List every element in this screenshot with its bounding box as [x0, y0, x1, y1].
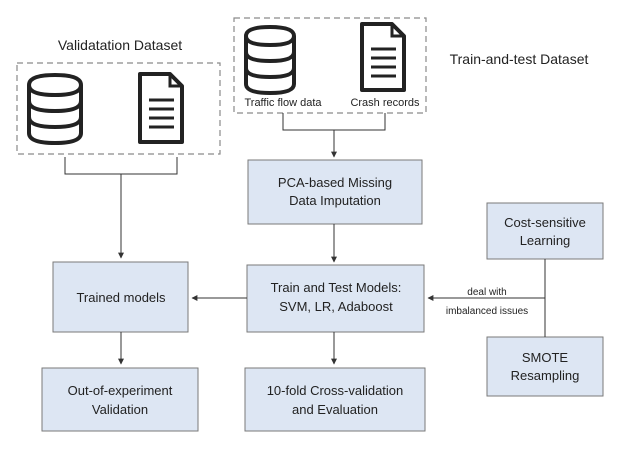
out-of-experiment-box	[41, 367, 199, 432]
train-test-models-label-1: Train and Test Models:	[271, 280, 402, 295]
document-icon	[138, 72, 184, 144]
validation-dataset-frame	[16, 62, 221, 155]
pca-imputation-label-1: PCA-based Missing	[278, 175, 392, 190]
train-test-models-box	[246, 264, 425, 333]
imbalance-label-1: deal with	[467, 287, 506, 298]
traffic-flow-label: Traffic flow data	[244, 97, 322, 109]
pca-imputation-label-2: Data Imputation	[289, 193, 381, 208]
database-icon	[27, 72, 83, 146]
cross-validation-label-2: and Evaluation	[292, 402, 378, 417]
validation-bracket	[64, 157, 178, 175]
database-icon	[244, 24, 296, 96]
cost-sensitive-label-1: Cost-sensitive	[504, 215, 586, 230]
out-of-experiment-label-1: Out-of-experiment	[68, 383, 173, 398]
trained-models-label: Trained models	[76, 290, 166, 305]
train-test-dataset-title: Train-and-test Dataset	[450, 51, 589, 67]
smote-label-1: SMOTE	[522, 350, 569, 365]
out-of-experiment-label-2: Validation	[92, 402, 148, 417]
pca-imputation-box	[247, 159, 423, 225]
validation-dataset-title: Validatation Dataset	[58, 37, 182, 53]
train-test-models-label-2: SVM, LR, Adaboost	[279, 299, 393, 314]
cross-validation-box	[244, 367, 426, 432]
crash-records-label: Crash records	[350, 97, 420, 109]
imbalance-label-2: imbalanced issues	[446, 306, 528, 317]
cost-sensitive-box	[486, 202, 604, 260]
cost-sensitive-label-2: Learning	[520, 233, 571, 248]
train-test-dataset-frame	[233, 17, 427, 114]
train-test-bracket	[282, 113, 386, 131]
trained-models-box	[52, 261, 189, 333]
cross-validation-label-1: 10-fold Cross-validation	[267, 383, 404, 398]
smote-label-2: Resampling	[511, 368, 580, 383]
smote-box	[486, 336, 604, 397]
document-icon	[360, 22, 406, 92]
